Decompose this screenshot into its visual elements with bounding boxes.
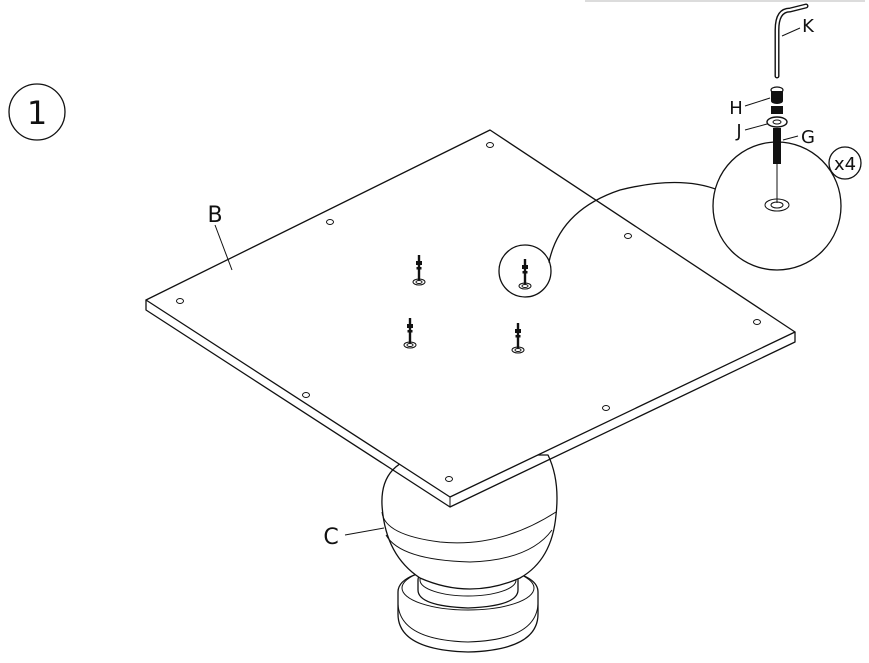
leader-b [214,224,233,271]
leader-g [782,135,799,141]
quantity-label: x4 [834,154,856,175]
leader-j [744,123,768,131]
bolt-detail [771,106,783,164]
step-number: 1 [27,94,47,132]
bolt-3 [511,323,525,354]
leader-k [781,27,801,37]
pedestal-base [381,454,558,653]
callout-source [498,244,552,298]
label-lock-washer: H [729,98,743,119]
label-pedestal: C [323,525,338,550]
leader-h [744,97,771,107]
callout-connector [548,181,719,263]
label-bolt: G [801,127,815,148]
allen-key [774,3,809,79]
edge-holes [176,142,761,482]
flat-washer [766,116,788,128]
label-flat-washer: J [735,121,741,142]
bolt-1 [412,255,426,286]
step-marker: 1 [8,83,66,141]
label-tabletop: B [207,203,222,228]
bolt-2 [403,318,417,349]
quantity-badge: x4 [828,146,862,180]
lock-washer [770,86,784,104]
tabletop [145,129,796,508]
leader-c [344,527,385,536]
label-allen-key: K [802,16,815,37]
